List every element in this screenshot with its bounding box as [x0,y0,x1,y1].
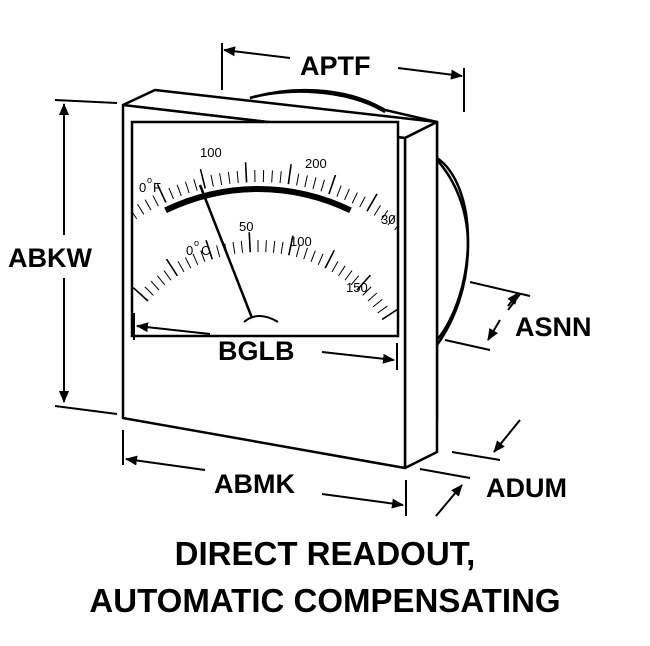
asnn-label: ASNN [515,312,592,342]
case-side-face [405,122,437,468]
scale-tick [266,240,267,252]
bglb-label: BGLB [218,336,295,366]
fahrenheit-degree-mark: o [147,175,152,185]
caption-line-1: DIRECT READOUT, [175,535,476,572]
caption-line-2: AUTOMATIC COMPENSATING [89,582,560,619]
scale-tick [246,162,247,182]
scale-tick [102,231,110,240]
adum-label: ADUM [486,473,567,503]
fahrenheit-label-100: 100 [200,145,222,160]
celsius-unit-letter: C [201,243,210,258]
dial-window [132,122,398,336]
fahrenheit-label-200: 200 [305,156,327,171]
celsius-label-150: 150 [346,280,368,295]
abmk-label: ABMK [214,469,295,499]
fahrenheit-unit-zero: 0 [139,180,146,195]
celsius-degree-mark: o [194,238,199,248]
celsius-unit-zero: 0 [186,243,193,258]
celsius-label-50: 50 [239,219,253,234]
abkw-label: ABKW [8,243,92,273]
scale-tick [109,225,117,234]
scale-tick [96,237,104,246]
scale-tick [249,232,250,252]
fahrenheit-unit-letter: F [153,180,161,195]
fahrenheit-label-300: 30 [381,212,395,227]
aptf-label: APTF [300,51,371,81]
celsius-label-100: 100 [290,234,312,249]
